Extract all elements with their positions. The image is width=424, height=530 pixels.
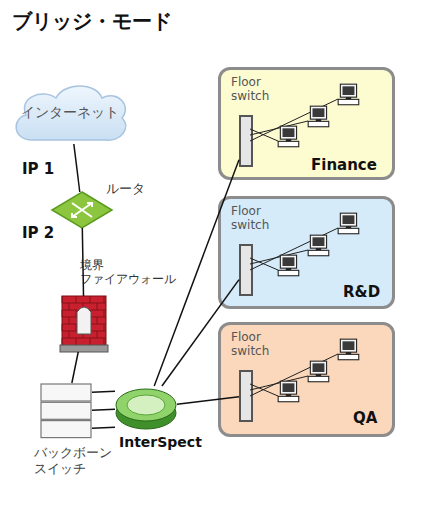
router-diamond [52, 192, 112, 228]
ip-label: IP 2 [22, 224, 54, 242]
network-link [154, 160, 239, 386]
node-label: Floor switch [231, 75, 281, 104]
department-panel: Finance Floor switch [218, 67, 395, 180]
internet-cloud: インターネット [10, 82, 130, 144]
interspect-device-graphic [115, 386, 177, 430]
ip-label: IP 1 [22, 160, 54, 178]
firewall-icon: 境界 ファイアウォール [62, 296, 106, 352]
diagram-title: ブリッジ・モード [12, 8, 172, 35]
interspect-device: InterSpect [115, 386, 177, 430]
floor-switch: Floor switch [239, 370, 253, 422]
disc-center [127, 395, 165, 415]
switch-slot [41, 384, 91, 401]
node-label: InterSpect [119, 434, 219, 451]
floor-switch: Floor switch [239, 244, 253, 296]
node-label: Floor switch [231, 330, 281, 359]
node-label: バックボーン スイッチ [34, 445, 130, 476]
department-panel: QA Floor switch [218, 322, 395, 437]
network-link [162, 280, 239, 386]
node-label: インターネット [10, 104, 130, 121]
network-link [72, 352, 78, 383]
floor-switch: Floor switch [239, 115, 253, 167]
switch-slot [41, 421, 91, 438]
backbone-switch-graphic [40, 383, 92, 440]
node-label: QA [353, 409, 393, 427]
node-label: Finance [311, 156, 391, 174]
node-label: ルータ [106, 181, 166, 197]
network-link [92, 427, 115, 428]
backbone-switch: バックボーン スイッチ [40, 383, 92, 440]
firewall-icon-graphic [62, 296, 106, 352]
disc-top [116, 389, 176, 421]
node-label: R&D [343, 283, 393, 301]
network-link [92, 391, 115, 392]
node-label: Floor switch [231, 204, 281, 233]
firewall-gate [77, 307, 91, 334]
brick-lines [62, 296, 106, 345]
brick-wall [62, 296, 106, 346]
network-link [92, 409, 115, 410]
node-label: 境界 ファイアウォール [80, 258, 192, 287]
switch-slot [41, 402, 91, 419]
wall-base [60, 345, 108, 352]
network-link [74, 144, 80, 192]
router-icon-graphic [52, 192, 112, 228]
router-icon: ルータ [52, 192, 112, 228]
router-arrows [72, 203, 92, 217]
department-panel: R&D Floor switch [218, 196, 395, 309]
network-link [177, 397, 239, 404]
network-link [82, 228, 83, 296]
